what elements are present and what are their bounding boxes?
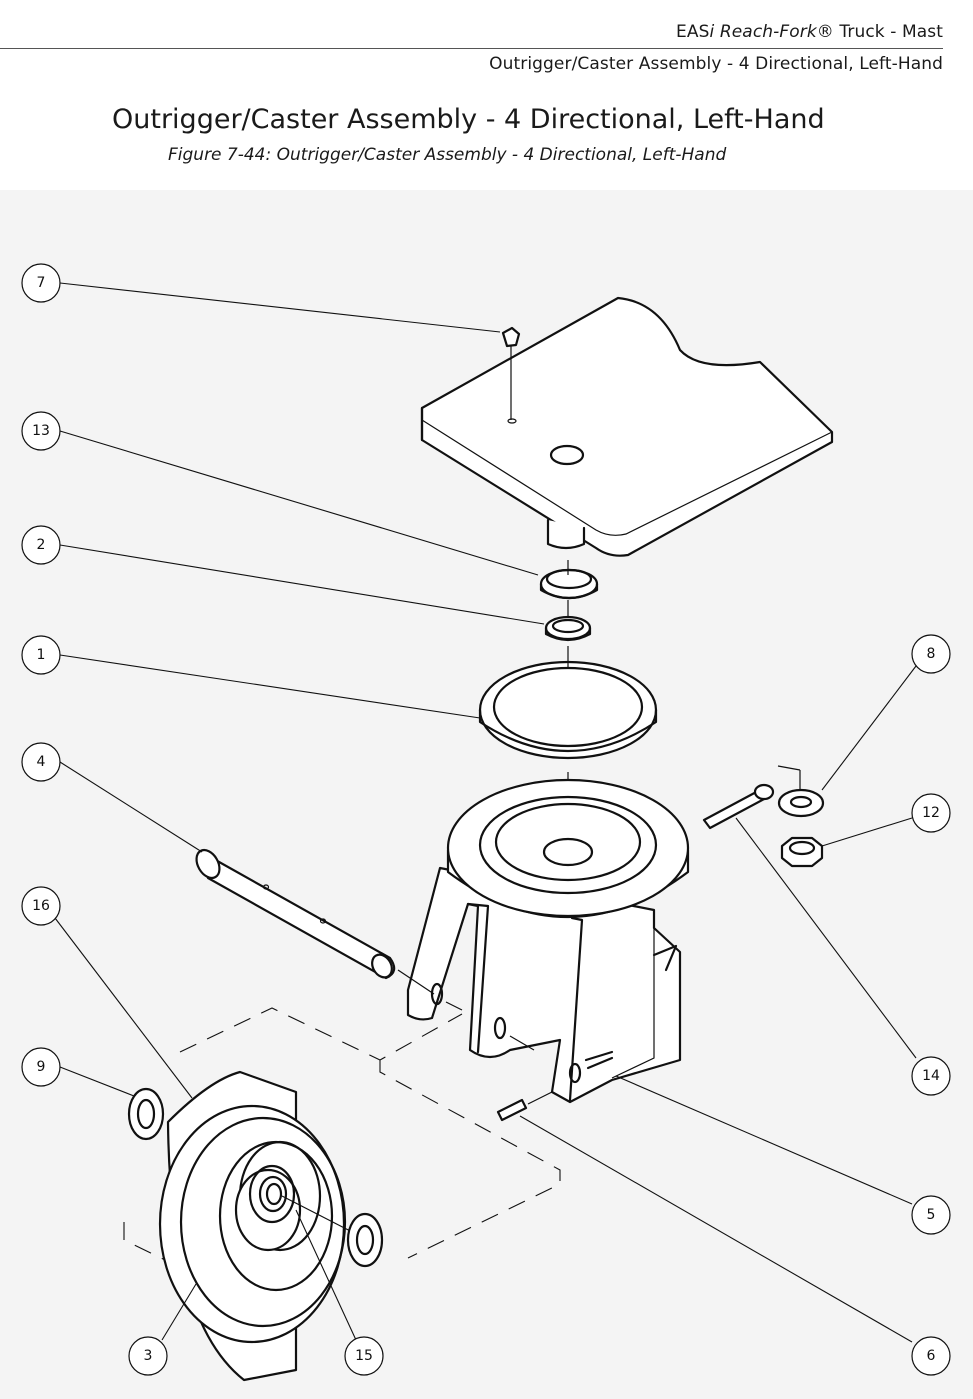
wheel-bearing [248, 1164, 296, 1224]
callout-6: 6 [911, 1336, 951, 1376]
callout-13: 13 [21, 411, 61, 451]
leader-lines [54, 282, 917, 1343]
svg-text:14: 14 [922, 1068, 940, 1084]
thrust-washer-right [346, 1212, 384, 1268]
running-header-product: EASi Reach-Fork® Truck - Mast [676, 22, 943, 42]
washer [777, 788, 825, 818]
diagram-area: 7 13 2 1 4 16 9 3 15 8 12 14 5 6 [0, 190, 973, 1399]
swivel-base [446, 778, 690, 918]
callout-16: 16 [21, 886, 61, 926]
product-i: i [709, 22, 715, 42]
svg-text:6: 6 [927, 1348, 936, 1364]
callout-2: 2 [21, 525, 61, 565]
cotter-pin [702, 783, 775, 830]
svg-text:4: 4 [37, 754, 46, 770]
page-title: Outrigger/Caster Assembly - 4 Directiona… [112, 104, 825, 135]
callout-5: 5 [911, 1195, 951, 1235]
grease-fitting [501, 326, 521, 424]
product-name: Reach-Fork [719, 22, 817, 42]
caster-wheel [158, 1070, 347, 1382]
figure-caption: Figure 7-44: Outrigger/Caster Assembly -… [168, 145, 727, 165]
callout-15: 15 [344, 1336, 384, 1376]
spacer [539, 568, 599, 600]
callout-1: 1 [21, 635, 61, 675]
lock-nut [780, 836, 824, 868]
svg-text:13: 13 [32, 423, 50, 439]
svg-text:9: 9 [37, 1059, 46, 1075]
running-header-section: Outrigger/Caster Assembly - 4 Directiona… [489, 54, 943, 74]
product-prefix: EAS [676, 22, 710, 42]
callout-9: 9 [21, 1047, 61, 1087]
svg-text:15: 15 [355, 1348, 373, 1364]
caster-fork [406, 866, 682, 1104]
svg-text:8: 8 [927, 646, 936, 662]
thrust-washer-left [127, 1087, 165, 1141]
outrigger-plate [420, 296, 834, 557]
svg-text:12: 12 [922, 805, 940, 821]
svg-text:2: 2 [37, 537, 46, 553]
svg-text:3: 3 [144, 1348, 153, 1364]
callout-14: 14 [911, 1056, 951, 1096]
bearing [544, 615, 592, 642]
callout-3: 3 [128, 1336, 168, 1376]
roll-pin [496, 1098, 528, 1122]
callout-12: 12 [911, 793, 951, 833]
exploded-view-diagram: 7 13 2 1 4 16 9 3 15 8 12 14 5 6 [21, 263, 951, 1382]
callout-7: 7 [21, 263, 61, 303]
axle [195, 848, 396, 980]
svg-text:5: 5 [927, 1207, 936, 1223]
seal-ring [478, 660, 658, 760]
callout-8: 8 [911, 634, 951, 674]
product-suffix: ® Truck - Mast [816, 22, 943, 42]
header-rule [0, 48, 943, 49]
svg-text:7: 7 [37, 275, 46, 291]
callout-4: 4 [21, 742, 61, 782]
svg-text:16: 16 [32, 898, 50, 914]
svg-text:1: 1 [37, 647, 46, 663]
